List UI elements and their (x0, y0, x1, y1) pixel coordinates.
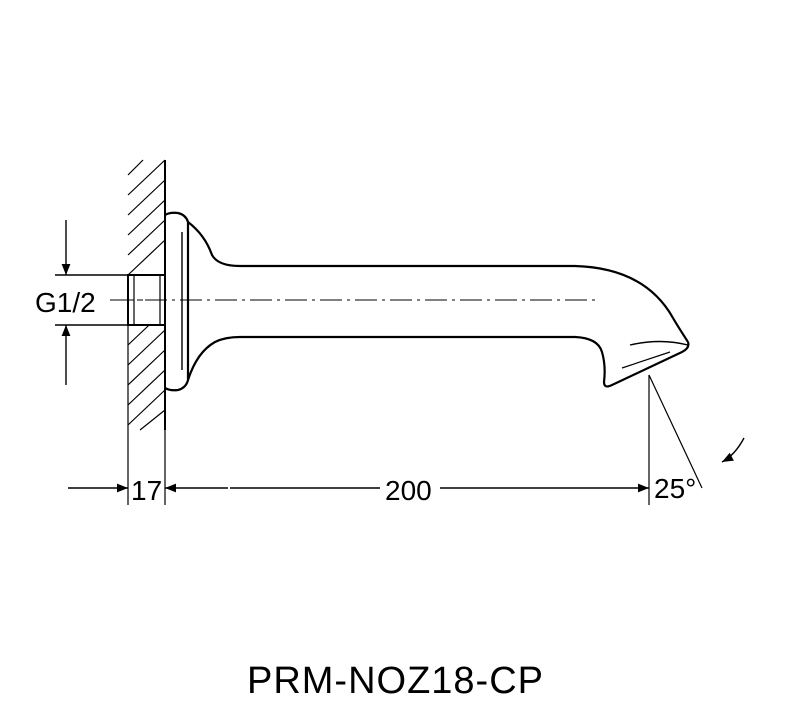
extension-lines (127, 325, 703, 505)
angle-dimension (721, 437, 745, 463)
wall-hatching (127, 159, 166, 431)
model-code: PRM-NOZ18-CP (246, 660, 545, 702)
wall-offset-label: 17 (131, 475, 162, 506)
thread-dimension (55, 220, 128, 385)
spout-body (164, 211, 690, 392)
spout-length-label: 200 (385, 475, 432, 506)
thread-label: G1/2 (35, 287, 96, 318)
angle-label: 25° (654, 473, 696, 504)
